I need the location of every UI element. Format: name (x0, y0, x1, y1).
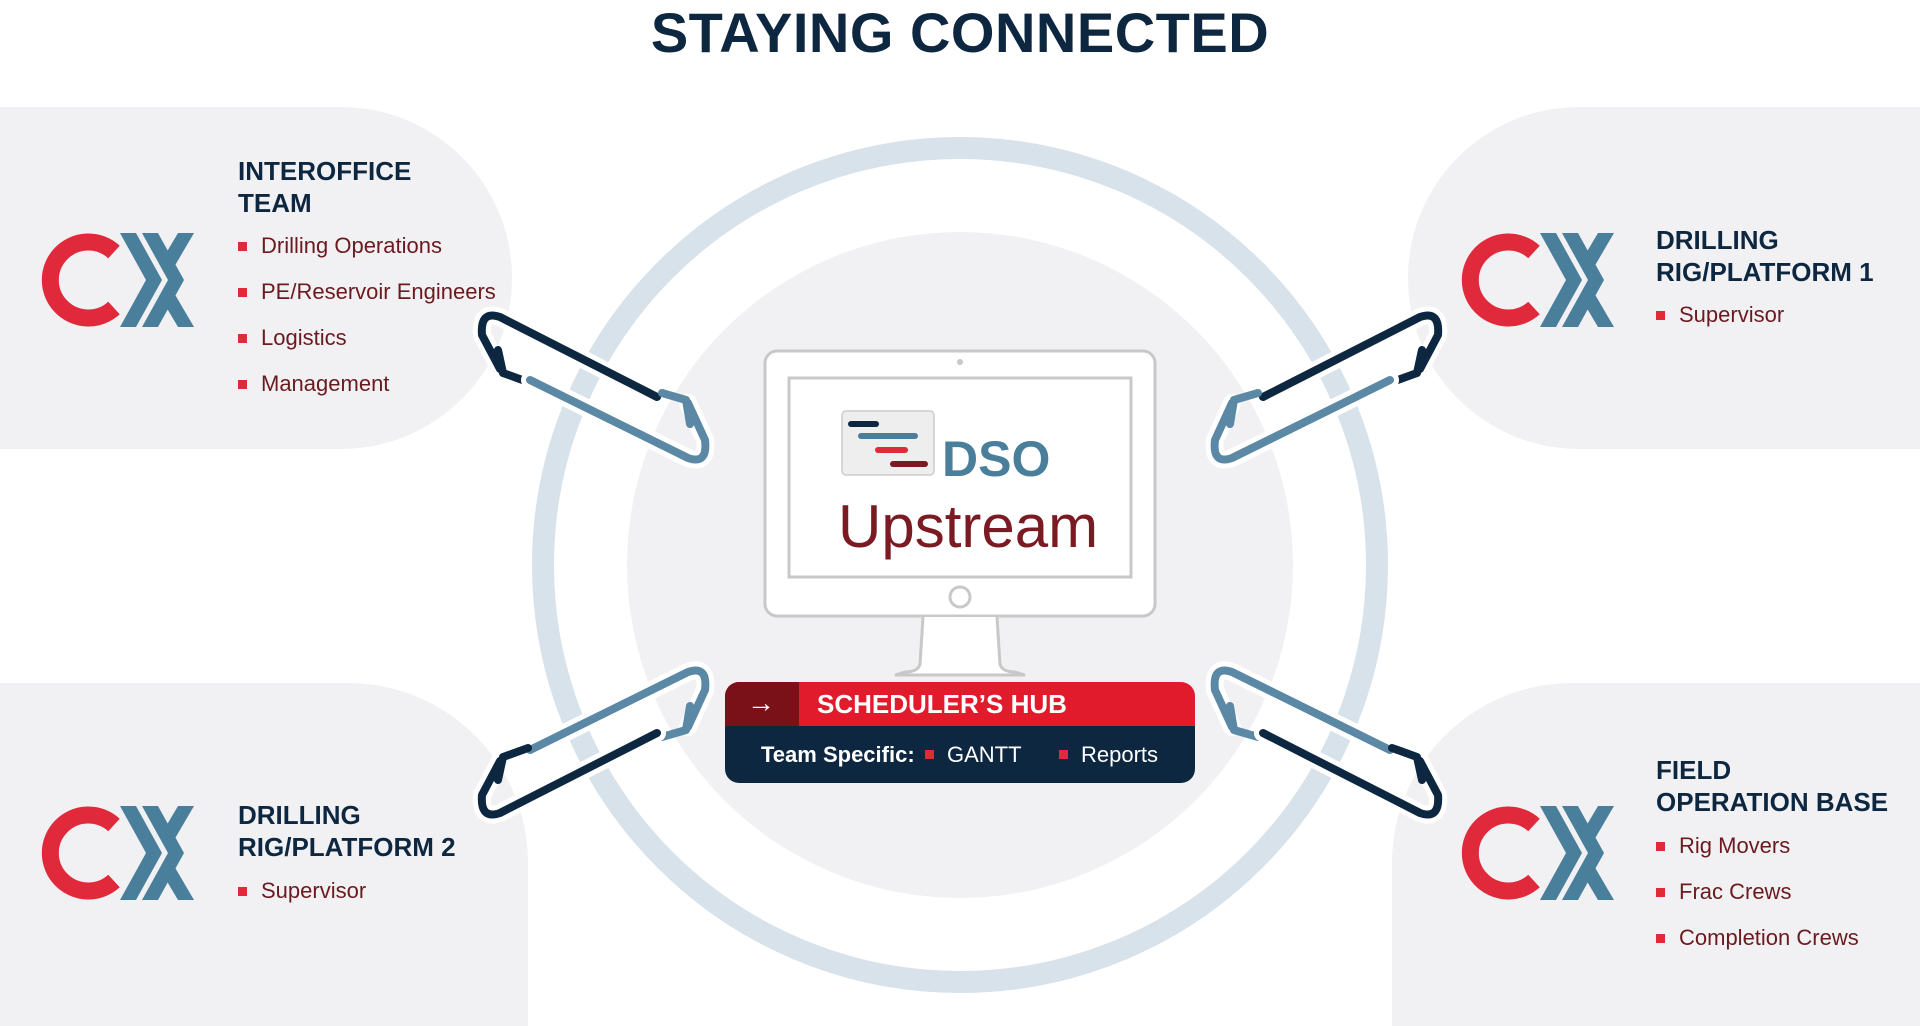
hub-title: SCHEDULER’S HUB (817, 689, 1067, 719)
group-title-line: OPERATION BASE (1656, 787, 1889, 817)
connector-arrow-bottom-left (472, 661, 715, 824)
list-item: Supervisor (1656, 300, 1784, 346)
arrow-right-icon: → (747, 687, 775, 718)
group-panel-interoffice (0, 107, 512, 449)
gantt-chart-icon (841, 410, 935, 476)
group-list-rig-1: Supervisor (1656, 300, 1784, 346)
cx-logo (1461, 233, 1614, 327)
group-title-line: DRILLING (1656, 225, 1779, 255)
product-name: Upstream (838, 493, 1099, 560)
list-item: Drilling Operations (238, 231, 496, 277)
connector-arrow-top-right (1205, 306, 1448, 469)
hub-item-gantt: GANTT (925, 742, 1022, 768)
group-title-rig-2: DRILLING RIG/PLATFORM 2 (238, 799, 456, 863)
connector-arrow-top-left (472, 306, 715, 469)
group-title-rig-1: DRILLING RIG/PLATFORM 1 (1656, 224, 1874, 288)
hub-body: Team Specific: GANTT Reports (725, 726, 1195, 783)
group-list-rig-2: Supervisor (238, 876, 366, 922)
hub-label: Team Specific: (761, 742, 915, 767)
list-item: Supervisor (238, 876, 366, 922)
cx-logo (41, 233, 194, 327)
schedulers-hub: → SCHEDULER’S HUB Team Specific: GANTT R… (725, 682, 1195, 783)
connector-arrow-bottom-right (1205, 661, 1448, 824)
list-item: Completion Crews (1656, 923, 1859, 969)
list-item: PE/Reservoir Engineers (238, 277, 496, 323)
cx-logo (41, 806, 194, 900)
list-item: Management (238, 369, 496, 415)
group-list-interoffice: Drilling Operations PE/Reservoir Enginee… (238, 231, 496, 415)
group-panel-field-base (1392, 683, 1920, 1026)
list-item: Rig Movers (1656, 831, 1859, 877)
outer-ring (532, 137, 1388, 993)
group-title-interoffice: INTEROFFICE TEAM (238, 155, 411, 219)
dso-logo-text: DSO (942, 431, 1051, 487)
list-item: Frac Crews (1656, 877, 1859, 923)
group-title-line: DRILLING (238, 800, 361, 830)
page-title: STAYING CONNECTED (650, 1, 1270, 64)
group-title-line: RIG/PLATFORM 2 (238, 832, 456, 862)
group-title-line: TEAM (238, 188, 312, 218)
cx-logo (1461, 806, 1614, 900)
list-item: Logistics (238, 323, 496, 369)
group-title-field-base: FIELD OPERATION BASE (1656, 754, 1888, 818)
hub-arrow-box: → (725, 682, 799, 726)
group-title-line: FIELD (1656, 755, 1732, 785)
group-list-field-base: Rig Movers Frac Crews Completion Crews (1656, 831, 1859, 969)
group-title-line: RIG/PLATFORM 1 (1656, 257, 1874, 287)
group-title-line: INTEROFFICE (238, 156, 412, 186)
group-panel-rig-2 (0, 683, 528, 1026)
group-panel-rig-1 (1408, 107, 1920, 449)
hub-item-reports: Reports (1059, 742, 1158, 768)
hub-header: → SCHEDULER’S HUB (725, 682, 1195, 726)
